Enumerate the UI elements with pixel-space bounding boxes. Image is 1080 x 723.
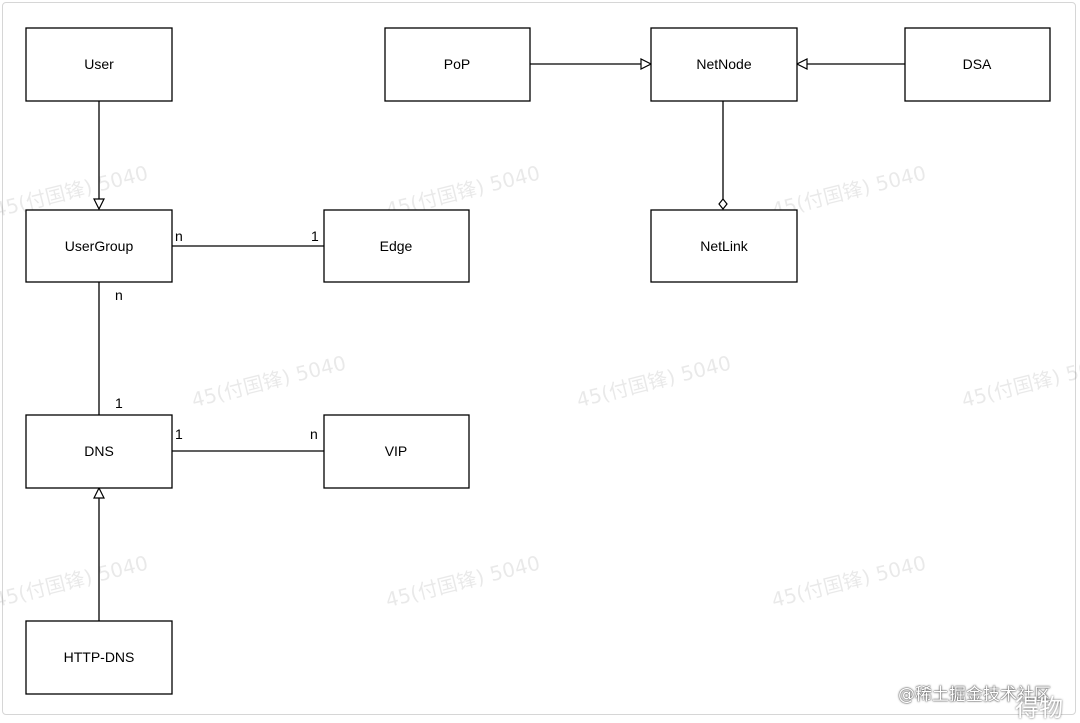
- multiplicity-label: n: [175, 228, 183, 244]
- class-box-dsa: DSA: [904, 27, 1051, 102]
- class-label: DSA: [963, 56, 992, 72]
- class-label: HTTP-DNS: [64, 649, 135, 665]
- multiplicity-label: n: [310, 426, 318, 442]
- class-box-pop: PoP: [384, 27, 531, 102]
- multiplicity-label: 1: [175, 426, 183, 442]
- class-box-vip: VIP: [323, 414, 470, 489]
- edge-pop-netnode-generalization: [530, 58, 653, 70]
- class-label: Edge: [380, 238, 413, 254]
- class-box-netnode: NetNode: [650, 27, 798, 102]
- class-label: NetNode: [696, 56, 751, 72]
- edge-netnode-netlink-aggregation: [718, 101, 728, 210]
- multiplicity-label: 1: [115, 395, 123, 411]
- class-label: PoP: [444, 56, 470, 72]
- edge-httpdns-dns-generalization: [93, 486, 105, 621]
- class-box-httpdns: HTTP-DNS: [25, 620, 173, 695]
- class-box-user: User: [25, 27, 173, 102]
- class-label: VIP: [385, 443, 408, 459]
- class-label: UserGroup: [65, 238, 134, 254]
- source-credit: @稀土掘金技术社区: [898, 685, 1051, 705]
- class-box-edge: Edge: [323, 209, 470, 283]
- class-box-netlink: NetLink: [650, 209, 798, 283]
- class-box-dns: DNS: [25, 414, 173, 489]
- class-label: User: [84, 56, 114, 72]
- multiplicity-label: n: [115, 287, 123, 303]
- multiplicity-label: 1: [311, 228, 319, 244]
- class-box-usergroup: UserGroup: [25, 209, 173, 283]
- class-label: NetLink: [700, 238, 748, 254]
- edge-dsa-netnode-generalization: [795, 58, 905, 70]
- source-credit-brand: 得物: [1015, 694, 1063, 722]
- class-label: DNS: [84, 443, 114, 459]
- edge-user-usergroup-generalization: [93, 101, 105, 211]
